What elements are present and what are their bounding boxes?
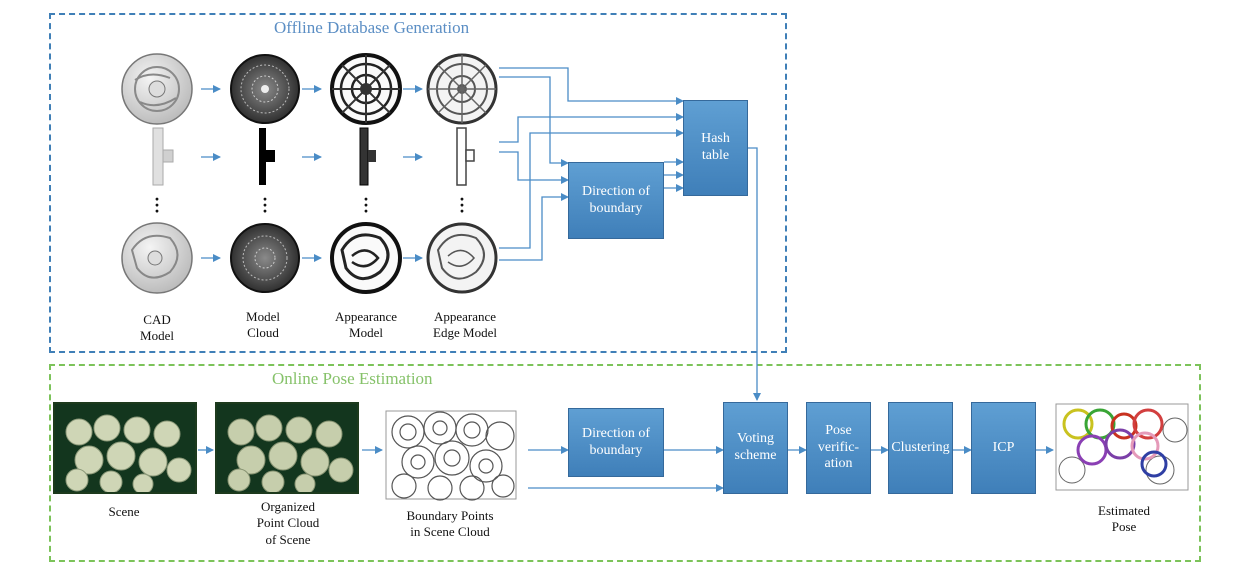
boundary-points-thumbnail — [385, 410, 517, 501]
caption-boundary-points: Boundary Points in Scene Cloud — [406, 508, 494, 540]
scene-photo — [53, 402, 197, 494]
pose-verification-box: Pose verific- ation — [806, 402, 871, 494]
hash-table-box: Hash table — [683, 100, 748, 196]
ellipsis-dots-cloud: ··· — [261, 189, 269, 221]
model-cloud-side-thumbnail — [259, 128, 275, 185]
caption-scene: Scene — [108, 504, 140, 519]
ellipsis-dots-cad: ··· — [153, 189, 161, 221]
appearance-edge-model-side-thumbnail — [456, 127, 475, 186]
ellipsis-dots-appearance: ··· — [362, 189, 370, 221]
model-cloud-back-thumbnail — [230, 223, 300, 293]
offline-section-title: Offline Database Generation — [274, 18, 470, 37]
cad-model-front-thumbnail — [121, 53, 193, 125]
appearance-edge-model-front-thumbnail — [426, 53, 498, 125]
appearance-model-side-thumbnail — [359, 127, 376, 186]
online-section-frame — [49, 364, 1201, 562]
voting-scheme-box: Voting scheme — [723, 402, 788, 494]
appearance-model-front-thumbnail — [330, 53, 402, 125]
ellipsis-dots-edge: ··· — [458, 189, 466, 221]
estimated-pose-thumbnail — [1055, 403, 1189, 491]
caption-estimated-pose: Estimated Pose — [1098, 503, 1150, 535]
caption-appearance-edge-model: Appearance Edge Model — [433, 309, 497, 341]
offline-section-frame — [49, 13, 787, 353]
icp-box: ICP — [971, 402, 1036, 494]
appearance-edge-model-back-thumbnail — [426, 222, 498, 294]
appearance-model-back-thumbnail — [330, 222, 402, 294]
online-section-title: Online Pose Estimation — [272, 369, 433, 388]
cad-model-back-thumbnail — [121, 222, 193, 294]
clustering-box: Clustering — [888, 402, 953, 494]
caption-appearance-model: Appearance Model — [334, 309, 398, 341]
direction-of-boundary-online-box: Direction of boundary — [568, 408, 664, 477]
organized-point-cloud-photo — [215, 402, 359, 494]
direction-of-boundary-offline-box: Direction of boundary — [568, 162, 664, 239]
caption-model-cloud: Model Cloud — [246, 309, 280, 341]
caption-cad-model: CAD Model — [140, 312, 174, 344]
caption-organized-point-cloud: Organized Point Cloud of Scene — [256, 499, 320, 547]
cad-model-side-thumbnail — [152, 127, 174, 186]
model-cloud-front-thumbnail — [230, 54, 300, 124]
